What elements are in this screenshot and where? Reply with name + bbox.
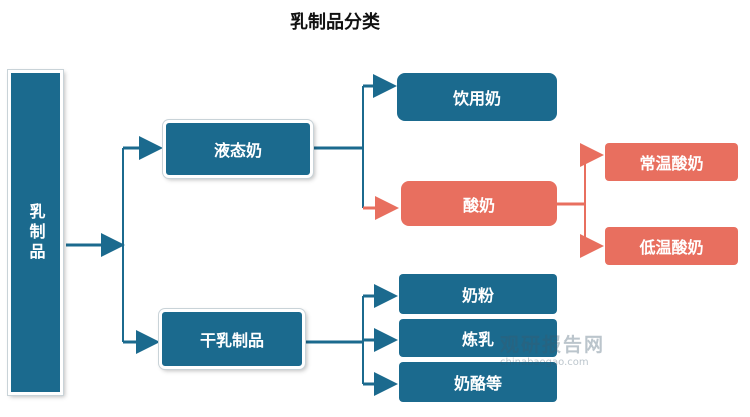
node-milk-powder: 奶粉 [399, 274, 557, 314]
watermark: 观研报告网 chinabaogao.com [500, 330, 620, 368]
node-drinking-milk: 饮用奶 [397, 73, 557, 121]
node-drinking-milk-label: 饮用奶 [452, 89, 501, 108]
node-dry-dairy: 干乳制品 [159, 309, 305, 369]
node-ambient-yogurt: 常温酸奶 [605, 143, 738, 181]
node-dry-dairy-label: 干乳制品 [199, 331, 264, 350]
diagram-title: 乳制品分类 [290, 12, 380, 33]
node-liquid-milk-label: 液态奶 [213, 141, 262, 160]
node-chilled-yogurt-label: 低温酸奶 [639, 238, 704, 257]
node-yogurt: 酸奶 [401, 181, 557, 226]
node-cheese-etc: 奶酪等 [399, 362, 557, 402]
watermark-en: chinabaogao.com [500, 357, 589, 368]
node-yogurt-label: 酸奶 [462, 195, 495, 215]
node-liquid-milk: 液态奶 [163, 120, 313, 178]
node-chilled-yogurt: 低温酸奶 [605, 227, 738, 265]
node-cheese-etc-label: 奶酪等 [453, 374, 502, 393]
root-node: 乳制品 [8, 70, 63, 395]
node-milk-powder-label: 奶粉 [461, 286, 494, 305]
node-ambient-yogurt-label: 常温酸奶 [639, 154, 704, 173]
watermark-cn: 观研报告网 [500, 334, 606, 356]
root-node-label: 乳制品 [26, 202, 46, 263]
node-condensed-milk-label: 炼乳 [461, 330, 494, 349]
node-condensed-milk: 炼乳 [399, 319, 557, 357]
